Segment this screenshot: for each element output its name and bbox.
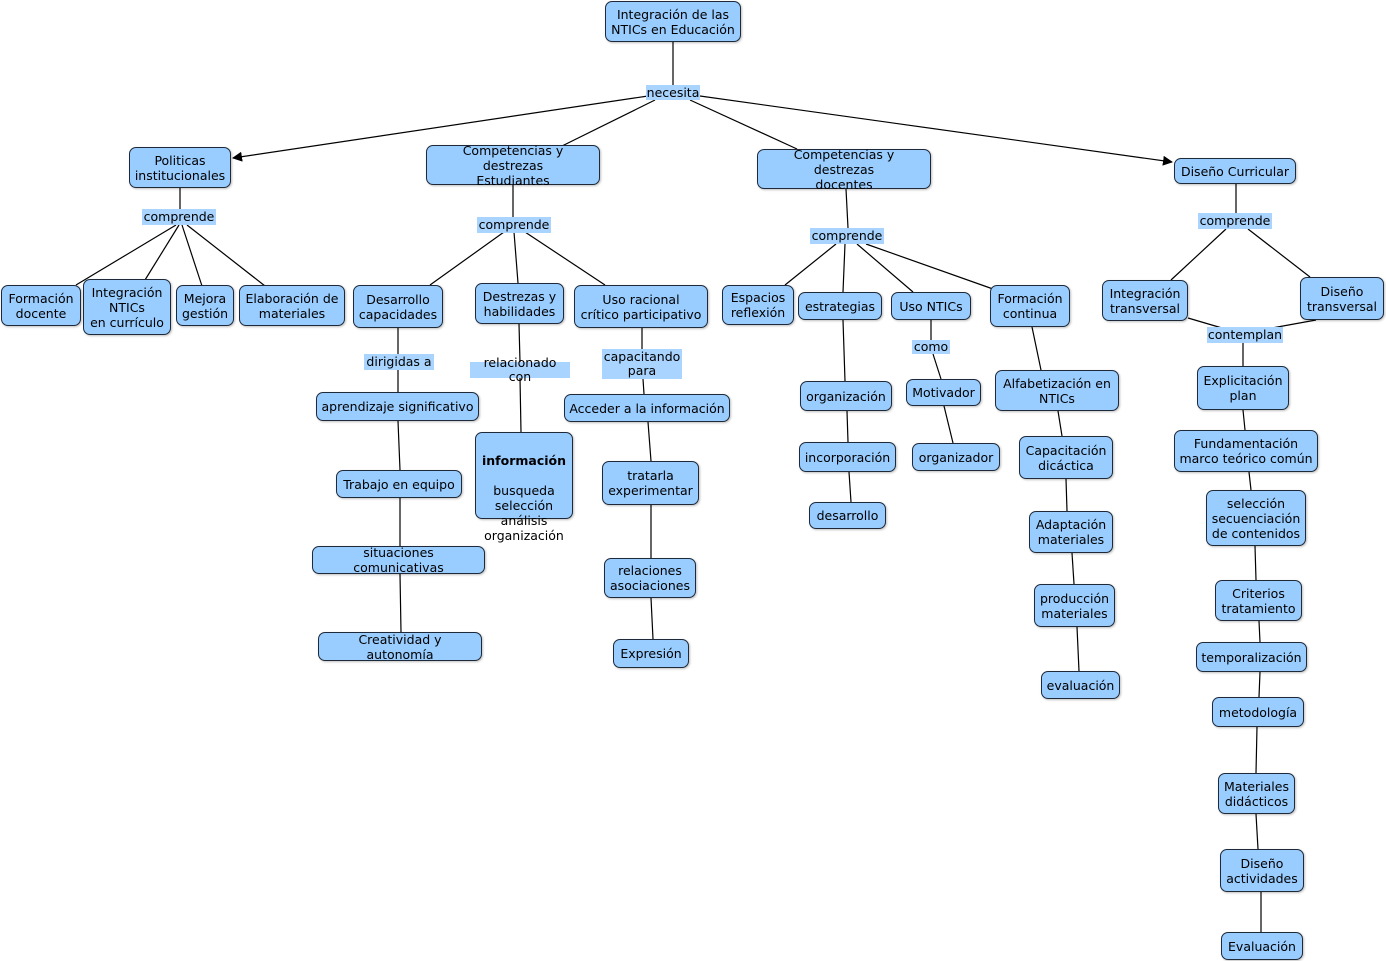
concept-incorporacion[interactable]: incorporación — [799, 442, 896, 472]
concept-situaciones-comunicativas[interactable]: situaciones comunicativas — [312, 545, 485, 575]
informacion-heading: información — [481, 453, 566, 468]
concept-diseno-transversal[interactable]: Diseño transversal — [1300, 277, 1384, 320]
concept-organizador[interactable]: organizador — [912, 443, 1000, 471]
concept-materiales-didacticos[interactable]: Materiales didácticos — [1218, 773, 1295, 814]
concept-creatividad-autonomia[interactable]: Creatividad y autonomía — [318, 632, 482, 662]
concept-motivador[interactable]: Motivador — [906, 379, 981, 406]
concept-trabajo-en-equipo[interactable]: Trabajo en equipo — [336, 470, 462, 498]
concept-uso-ntics[interactable]: Uso NTICs — [891, 292, 971, 320]
concept-espacios-reflexion[interactable]: Espacios reflexión — [722, 285, 794, 325]
concept-tratarla-experimentar[interactable]: tratarla experimentar — [602, 461, 699, 505]
concept-competencias-docentes[interactable]: Competencias y destrezas docentes — [757, 147, 931, 192]
link-phrase-comprende-politicas: comprende — [142, 209, 216, 225]
concept-integracion-ntics-curriculo[interactable]: Integración NTICs en currículo — [83, 279, 171, 335]
link-phrase-contemplan: contemplan — [1207, 327, 1283, 343]
concept-alfabetizacion-ntics[interactable]: Alfabetización en NTICs — [995, 370, 1119, 411]
link-phrase-capacitando-para: capacitando para — [602, 349, 682, 379]
concept-destrezas-habilidades[interactable]: Destrezas y habilidades — [475, 283, 564, 324]
concept-explicitacion-plan[interactable]: Explicitación plan — [1197, 366, 1289, 410]
concept-root[interactable]: Integración de las NTICs en Educación — [605, 1, 741, 42]
concept-diseno-curricular[interactable]: Diseño Curricular — [1174, 158, 1296, 184]
link-phrase-comprende-docentes: comprende — [810, 228, 884, 244]
concept-politicas-institucionales[interactable]: Politicas institucionales — [129, 147, 231, 188]
concept-desarrollo-estrategias[interactable]: desarrollo — [809, 502, 886, 529]
concept-temporalizacion[interactable]: temporalización — [1196, 642, 1307, 672]
concept-evaluacion-diseno[interactable]: Evaluación — [1221, 932, 1303, 960]
concept-elaboracion-materiales[interactable]: Elaboración de materiales — [239, 285, 345, 326]
concept-integracion-transversal[interactable]: Integración transversal — [1102, 280, 1188, 321]
concept-evaluacion-docentes[interactable]: evaluación — [1041, 671, 1120, 699]
concept-diseno-actividades[interactable]: Diseño actividades — [1220, 849, 1304, 892]
concept-uso-racional[interactable]: Uso racional crítico participativo — [574, 285, 708, 328]
concept-criterios-tratamiento[interactable]: Criterios tratamiento — [1215, 580, 1302, 621]
concept-formacion-docente[interactable]: Formación docente — [1, 285, 81, 326]
concept-informacion[interactable]: información busqueda selección análisis … — [475, 432, 573, 543]
link-phrase-relacionado-con: relacionado con — [470, 356, 570, 384]
concept-produccion-materiales[interactable]: producción materiales — [1034, 584, 1115, 627]
link-phrase-comprende-estudiantes: comprende — [477, 217, 551, 233]
concept-organizacion[interactable]: organización — [800, 381, 892, 411]
concept-capacitacion-dicactica[interactable]: Capacitación dicáctica — [1019, 436, 1113, 479]
concept-aprendizaje-significativo[interactable]: aprendizaje significativo — [316, 392, 479, 421]
concept-relaciones-asociaciones[interactable]: relaciones asociaciones — [604, 558, 696, 598]
concept-desarrollo-capacidades[interactable]: Desarrollo capacidades — [353, 285, 443, 328]
concept-competencias-estudiantes[interactable]: Competencias y destrezas Estudiantes — [426, 143, 600, 188]
concept-expresion[interactable]: Expresión — [613, 639, 689, 668]
link-phrase-dirigidas-a: dirigidas a — [364, 354, 434, 370]
link-phrase-necesita: necesita — [646, 84, 700, 100]
concept-estrategias[interactable]: estrategias — [798, 292, 882, 320]
concept-acceder-informacion[interactable]: Acceder a la información — [564, 394, 730, 422]
link-phrase-comprende-diseno: comprende — [1198, 213, 1272, 229]
informacion-details: busqueda selección análisis organización — [484, 483, 564, 543]
concept-metodologia[interactable]: metodología — [1212, 697, 1304, 727]
link-phrase-como: como — [912, 339, 950, 354]
concept-mejora-gestion[interactable]: Mejora gestión — [176, 285, 234, 326]
concept-seleccion-secuenciacion[interactable]: selección secuenciación de contenidos — [1206, 490, 1306, 546]
concept-fundamentacion[interactable]: Fundamentación marco teórico común — [1174, 430, 1318, 472]
concept-formacion-continua[interactable]: Formación continua — [990, 285, 1070, 327]
concept-adaptacion-materiales[interactable]: Adaptación materiales — [1029, 511, 1113, 553]
